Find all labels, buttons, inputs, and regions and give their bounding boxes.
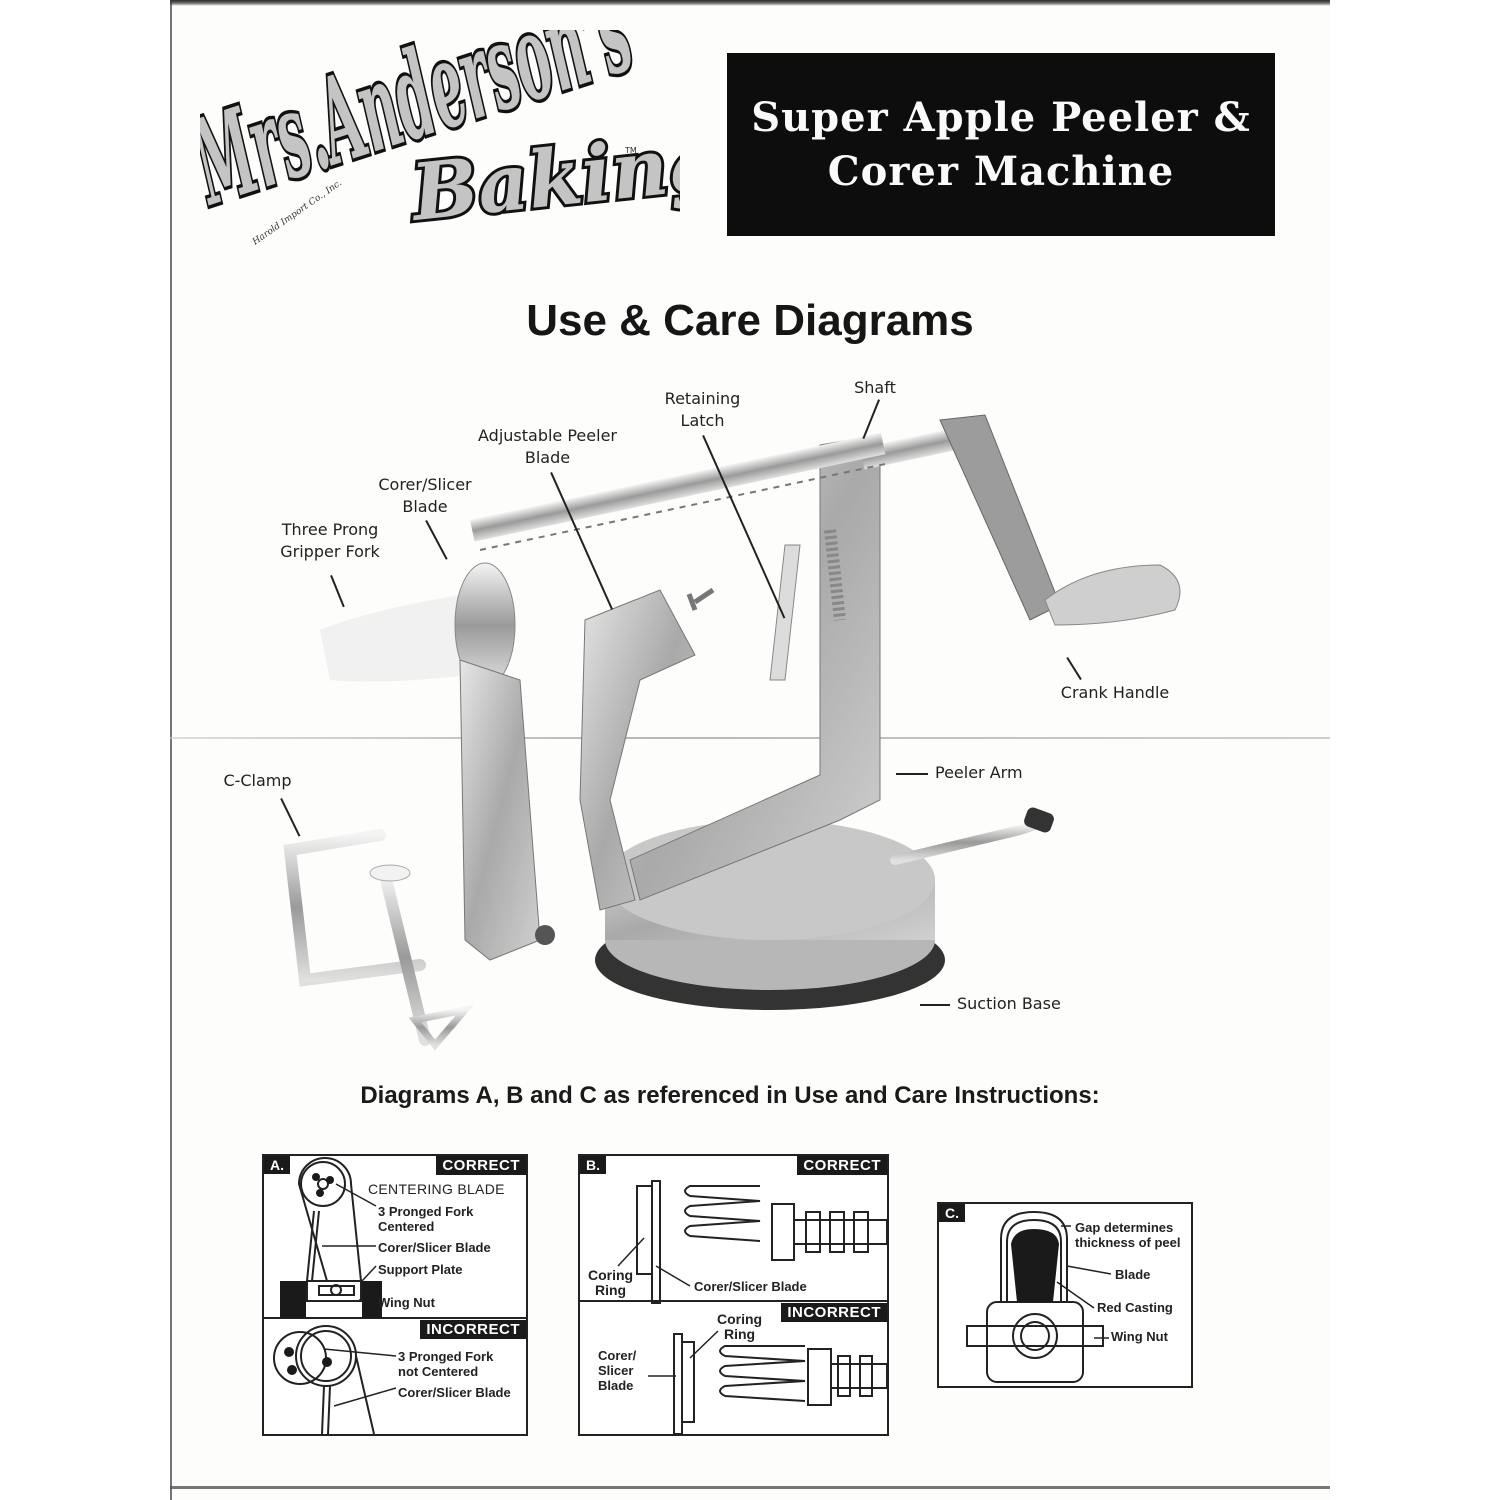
- label-three-prong-gripper-fork: Three Prong Gripper Fork: [270, 519, 390, 563]
- label-line: Blade: [598, 1378, 634, 1393]
- label-corer-slicer-blade: Corer/Slicer Blade: [370, 474, 480, 518]
- blade-label-c: Blade: [1115, 1267, 1151, 1282]
- label-line: Slicer: [598, 1363, 634, 1378]
- leader-line: [920, 1004, 950, 1006]
- support-plate-label: Support Plate: [378, 1262, 463, 1277]
- label-line: Gripper Fork: [280, 542, 380, 561]
- red-casting-label: Red Casting: [1097, 1300, 1173, 1315]
- wing-nut-label-a: Wing Nut: [378, 1295, 435, 1310]
- diagram-c: C. Gap determines thickness of peel Blad…: [937, 1202, 1193, 1388]
- label-line: not Centered: [398, 1364, 479, 1379]
- diagram-b: B. CORRECT Coring Ring Corer/Slicer Blad…: [578, 1154, 889, 1436]
- scan-edge-bottom: [170, 1486, 1330, 1489]
- gap-label: Gap determines thickness of peel: [1075, 1220, 1180, 1250]
- corer-blade-label-b: Corer/Slicer Blade: [694, 1279, 807, 1294]
- label-c-clamp: C-Clamp: [223, 771, 292, 790]
- label-line: 3 Pronged Fork: [398, 1349, 494, 1364]
- fork-not-centered-label: 3 Pronged Fork not Centered: [398, 1349, 493, 1379]
- banner-line-2: Corer Machine: [827, 147, 1175, 195]
- label-line: Three Prong: [281, 520, 379, 539]
- label-shaft: Shaft: [854, 378, 896, 397]
- label-crank-handle: Crank Handle: [1060, 683, 1170, 702]
- diagram-a: A. CORRECT CENTERING BLADE 3 Pronged For…: [262, 1154, 528, 1436]
- apple-peeler-illustration: [240, 380, 1240, 1060]
- label-line: Centered: [378, 1219, 435, 1234]
- label-line: Ring: [595, 1282, 627, 1298]
- label-line: Blade: [402, 497, 448, 516]
- diagram-a-tag: A.: [264, 1156, 290, 1174]
- banner-line-1: Super Apple Peeler &: [751, 93, 1251, 141]
- label-line: Corer/: [598, 1348, 637, 1363]
- label-peeler-arm: Peeler Arm: [935, 763, 1023, 782]
- corer-blade-label-b2: Corer/ Slicer Blade: [598, 1348, 636, 1393]
- diagram-a-correct-badge: CORRECT: [436, 1156, 526, 1175]
- paper-fold-line: [170, 737, 1330, 739]
- scan-edge-left: [170, 0, 172, 1500]
- diagram-a-incorrect-badge: INCORRECT: [420, 1320, 526, 1339]
- diagram-b-correct-badge: CORRECT: [797, 1156, 887, 1175]
- label-retaining-latch: Retaining Latch: [655, 388, 750, 432]
- scan-edge-top: [170, 0, 1330, 6]
- page-title: Use & Care Diagrams: [526, 296, 974, 345]
- label-line: Blade: [524, 448, 571, 467]
- label-line: 3 Pronged Fork: [378, 1204, 474, 1219]
- diagram-b-incorrect-badge: INCORRECT: [781, 1303, 887, 1322]
- label-line: Adjustable Peeler: [478, 426, 617, 445]
- label-line: Ring: [724, 1326, 756, 1342]
- diagram-b-tag: B.: [580, 1156, 606, 1174]
- corer-blade-label-a: Corer/Slicer Blade: [378, 1240, 491, 1255]
- brand-logo: Mrs.Anderson's Baking TM Harold Import C…: [171, 0, 730, 260]
- label-line: Coring: [717, 1311, 763, 1327]
- suction-base-shape: [595, 820, 945, 1010]
- fork-centered-label: 3 Pronged Fork Centered: [378, 1204, 473, 1234]
- diagrams-heading: Diagrams A, B and C as referenced in Use…: [360, 1082, 1100, 1109]
- coring-ring-label-b: Coring Ring: [588, 1268, 633, 1298]
- centering-blade-heading: CENTERING BLADE: [368, 1181, 505, 1197]
- corer-blade-label-a2: Corer/Slicer Blade: [398, 1385, 511, 1400]
- label-adjustable-peeler-blade: Adjustable Peeler Blade: [470, 425, 625, 469]
- label-line: Coring: [588, 1267, 634, 1283]
- product-title-banner: Super Apple Peeler & Corer Machine: [727, 53, 1275, 236]
- threaded-rod: [470, 432, 891, 551]
- trademark-mark: TM: [624, 146, 637, 155]
- diagram-c-tag: C.: [939, 1204, 965, 1222]
- c-clamp-shape: [283, 829, 475, 1051]
- leader-line: [896, 773, 928, 775]
- label-line: thickness of peel: [1075, 1235, 1181, 1250]
- label-line: Retaining: [664, 389, 741, 408]
- coring-ring-label-b2: Coring Ring: [717, 1312, 762, 1342]
- wing-nut-label-c: Wing Nut: [1111, 1329, 1168, 1344]
- label-line: Latch: [680, 411, 725, 430]
- label-line: Corer/Slicer: [378, 475, 472, 494]
- label-line: Gap determines: [1075, 1220, 1174, 1235]
- label-suction-base: Suction Base: [957, 994, 1061, 1013]
